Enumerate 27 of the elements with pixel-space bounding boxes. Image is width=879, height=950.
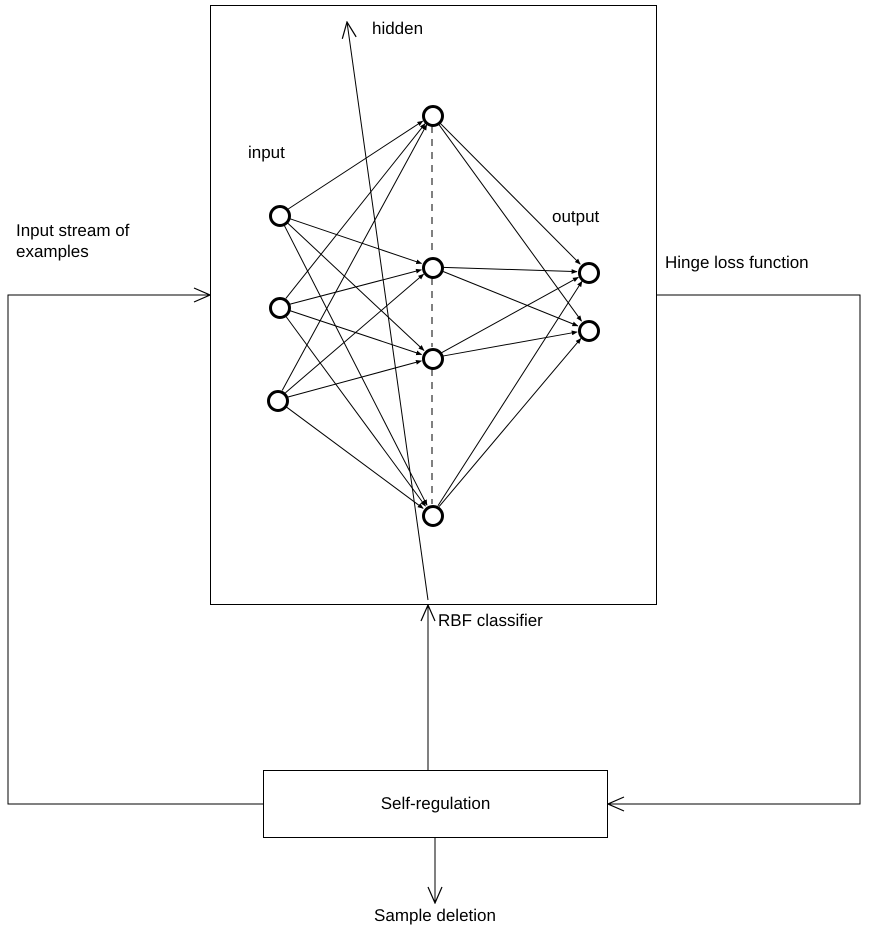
arrow xyxy=(441,276,579,354)
arrow xyxy=(282,124,428,391)
arrow xyxy=(284,224,428,506)
process-box xyxy=(263,770,608,838)
arrow xyxy=(285,123,426,299)
arrow xyxy=(607,294,860,812)
arrow xyxy=(442,270,578,326)
arrow xyxy=(438,338,582,508)
arrow xyxy=(288,310,422,356)
box-label: Self-regulation xyxy=(380,793,490,816)
arrow xyxy=(438,123,582,322)
arrow xyxy=(288,120,424,210)
arrow xyxy=(287,360,422,398)
arrow xyxy=(427,838,443,904)
arrow xyxy=(284,274,424,394)
arrow xyxy=(442,266,578,274)
arrow xyxy=(288,218,422,264)
arrow xyxy=(420,604,436,770)
arrow xyxy=(8,287,264,804)
arrow xyxy=(285,315,426,507)
output-label: Sample deletion xyxy=(360,903,510,929)
arrow xyxy=(286,222,424,351)
arrow xyxy=(437,280,583,506)
arrow xyxy=(439,122,581,265)
arrow xyxy=(442,330,578,357)
arrow xyxy=(285,406,424,509)
arrow xyxy=(289,268,422,305)
